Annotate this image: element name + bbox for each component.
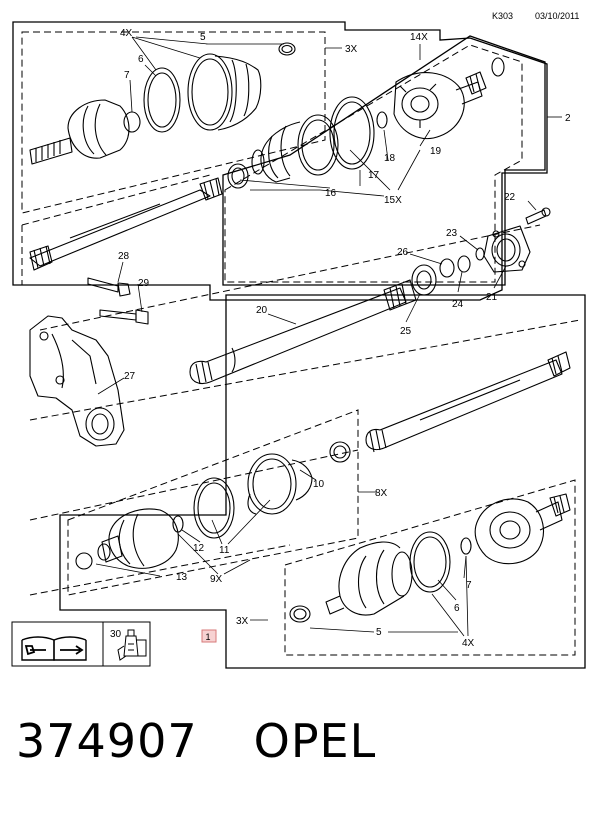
circlip-18 [376, 111, 388, 129]
brand-name: OPEL [253, 714, 377, 768]
cv-boot-bottom [325, 541, 413, 616]
diagram-date: 03/10/2011 [535, 11, 579, 21]
main-assembly-frame [12, 21, 548, 301]
bolt-28 [87, 277, 131, 297]
callout-6-bottom: 6 [454, 603, 460, 614]
callout-10: 10 [313, 479, 325, 490]
top-joint-box [21, 31, 326, 214]
cv-boot-top [187, 53, 262, 131]
callout-7-top: 7 [124, 70, 130, 81]
cv-boot-lower-left [247, 453, 313, 515]
callout-5-top: 5 [200, 32, 206, 43]
callout-18: 18 [384, 153, 396, 164]
clamp-7-bottom [460, 537, 472, 555]
callout-21: 21 [486, 292, 498, 303]
ring-24 [457, 255, 471, 273]
legend-box: 30 [11, 621, 151, 667]
lower-assembly-frame [59, 294, 586, 669]
boot-clamp-11 [193, 477, 235, 539]
outer-cv-joint-top [29, 99, 130, 165]
callout-qty-3x-bottom: 3X [236, 616, 249, 627]
circlip-12 [172, 515, 184, 533]
callout-24: 24 [452, 299, 464, 310]
callout-qty-3x-top: 3X [345, 44, 358, 55]
snap-ring-14x [491, 57, 505, 77]
callout-5-bottom: 5 [376, 627, 382, 638]
bolt-22 [525, 209, 547, 225]
callout-1: 1 [206, 632, 211, 642]
callout-22: 22 [504, 192, 516, 203]
clamp-16 [227, 163, 249, 189]
ring-26 [439, 258, 455, 278]
clamp-5-bottom [289, 605, 311, 623]
callout-13: 13 [176, 572, 188, 583]
callout-12: 12 [193, 543, 205, 554]
callout-29: 29 [138, 278, 150, 289]
bottom-joint-box [284, 479, 576, 656]
clamp-13 [75, 552, 93, 570]
boot-clamp-17 [329, 96, 375, 170]
callout-qty-15x: 15X [384, 195, 402, 206]
support-bracket-27 [29, 315, 125, 447]
callout-16: 16 [325, 188, 337, 199]
bolt-29 [99, 309, 149, 325]
bearing-bracket-21 [483, 225, 531, 273]
drive-shaft-20 [189, 279, 417, 385]
callout-7-bottom: 7 [466, 580, 472, 591]
callout-2: 2 [565, 113, 571, 124]
right-joint-box [224, 44, 523, 283]
callout-qty-4x-bottom: 4X [462, 638, 475, 649]
outer-cv-joint-lower [97, 508, 179, 569]
inner-tripod-joint [393, 71, 487, 140]
callout-26: 26 [397, 247, 409, 258]
legend-number-30: 30 [110, 629, 122, 640]
callout-qty-8x: 8X [375, 488, 388, 499]
diagram-code: K303 [492, 11, 513, 21]
callout-qty-14x: 14X [410, 32, 428, 43]
drive-shaft-lower [365, 351, 571, 453]
outer-cv-joint-bottom [474, 493, 571, 565]
callout-6-top: 6 [138, 54, 144, 65]
ring-23 [475, 247, 485, 261]
drive-shaft-upper [29, 177, 223, 271]
boot-clamp-6-top [143, 67, 181, 133]
callout-28: 28 [118, 251, 130, 262]
cv-boot-right [251, 114, 339, 183]
item-1-highlight [201, 629, 217, 643]
callout-20: 20 [256, 305, 268, 316]
boot-clamp-6-bottom [409, 531, 451, 593]
clamp-5-top [278, 42, 296, 56]
callout-17: 17 [368, 170, 380, 181]
callout-23: 23 [446, 228, 458, 239]
grease-tube-icon [117, 629, 147, 661]
bearing-25 [411, 264, 437, 296]
repair-manual-icon [21, 636, 87, 661]
callout-27: 27 [124, 371, 136, 382]
callout-qty-4x-top: 4X [120, 28, 133, 39]
part-number: 374907 [16, 714, 198, 768]
callout-25: 25 [400, 326, 412, 337]
callout-qty-9x: 9X [210, 574, 223, 585]
callout-19: 19 [430, 146, 442, 157]
clamp-lower-10 [329, 441, 351, 463]
callout-11: 11 [219, 545, 230, 556]
clamp-ring-7-top [123, 111, 141, 133]
